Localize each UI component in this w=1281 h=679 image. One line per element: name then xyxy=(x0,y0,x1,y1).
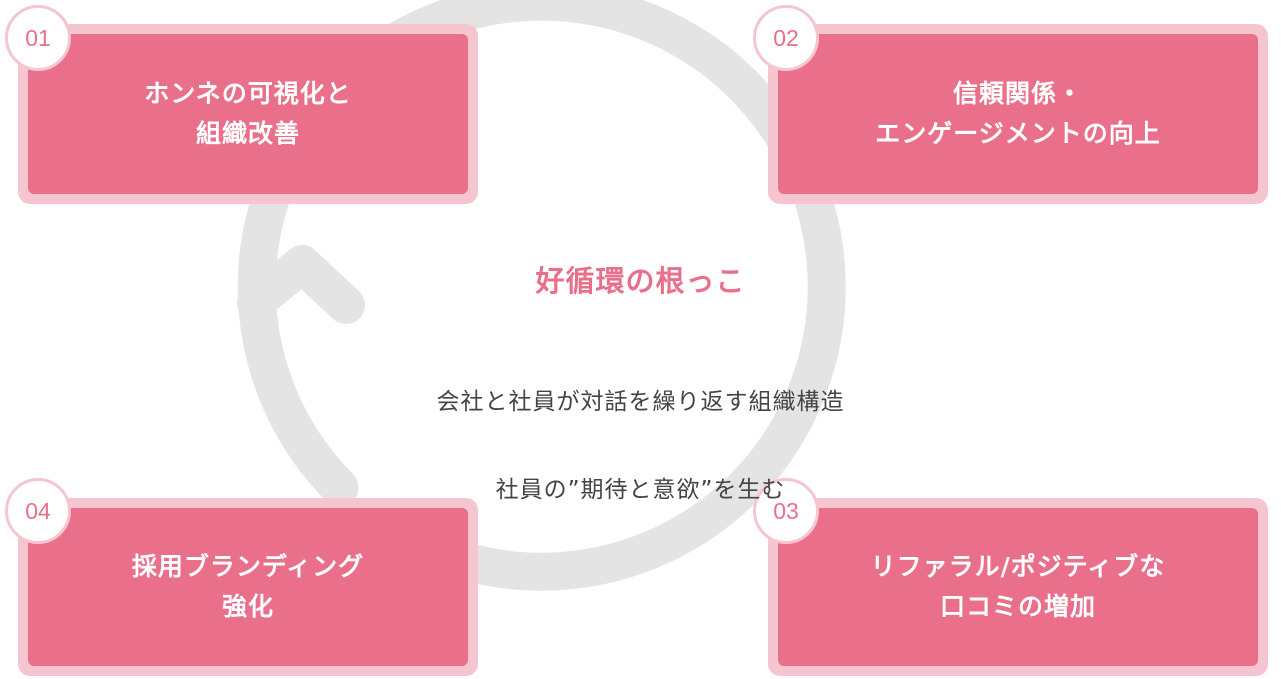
step-card-02-body: 信頼関係・ エンゲージメントの向上 xyxy=(778,34,1258,194)
step-badge-04: 04 xyxy=(5,478,71,544)
step-card-02: 信頼関係・ エンゲージメントの向上 xyxy=(768,24,1268,204)
step-card-04: 採用ブランディング 強化 xyxy=(18,498,478,676)
step-label-02: 信頼関係・ エンゲージメントの向上 xyxy=(875,79,1161,148)
cycle-arrow-icon xyxy=(237,245,365,324)
step-card-03: リファラル/ポジティブな 口コミの増加 xyxy=(768,498,1268,676)
step-label-03: リファラル/ポジティブな 口コミの増加 xyxy=(870,552,1166,621)
step-label-01: ホンネの可視化と 組織改善 xyxy=(144,79,352,148)
step-badge-02: 02 xyxy=(753,5,819,71)
step-badge-03: 03 xyxy=(753,478,819,544)
step-number-04: 04 xyxy=(25,497,51,524)
cycle-center-title: 好循環の根っこ xyxy=(535,264,746,298)
step-card-04-body: 採用ブランディング 強化 xyxy=(28,508,468,666)
cycle-center-description: 会社と社員が対話を繰り返す組織構造 社員の”期待と意欲”を生む xyxy=(0,336,1281,556)
step-card-03-body: リファラル/ポジティブな 口コミの増加 xyxy=(778,508,1258,666)
center-desc-line-1: 会社と社員が対話を繰り返す組織構造 xyxy=(436,389,845,415)
step-number-02: 02 xyxy=(773,24,799,51)
step-badge-01: 01 xyxy=(5,5,71,71)
step-card-01: ホンネの可視化と 組織改善 xyxy=(18,24,478,204)
step-number-03: 03 xyxy=(773,497,799,524)
step-card-01-body: ホンネの可視化と 組織改善 xyxy=(28,34,468,194)
cycle-ring xyxy=(237,0,846,591)
step-label-04: 採用ブランディング 強化 xyxy=(131,552,365,621)
center-desc-line-2: 社員の”期待と意欲”を生む xyxy=(495,477,786,503)
step-number-01: 01 xyxy=(25,24,51,51)
